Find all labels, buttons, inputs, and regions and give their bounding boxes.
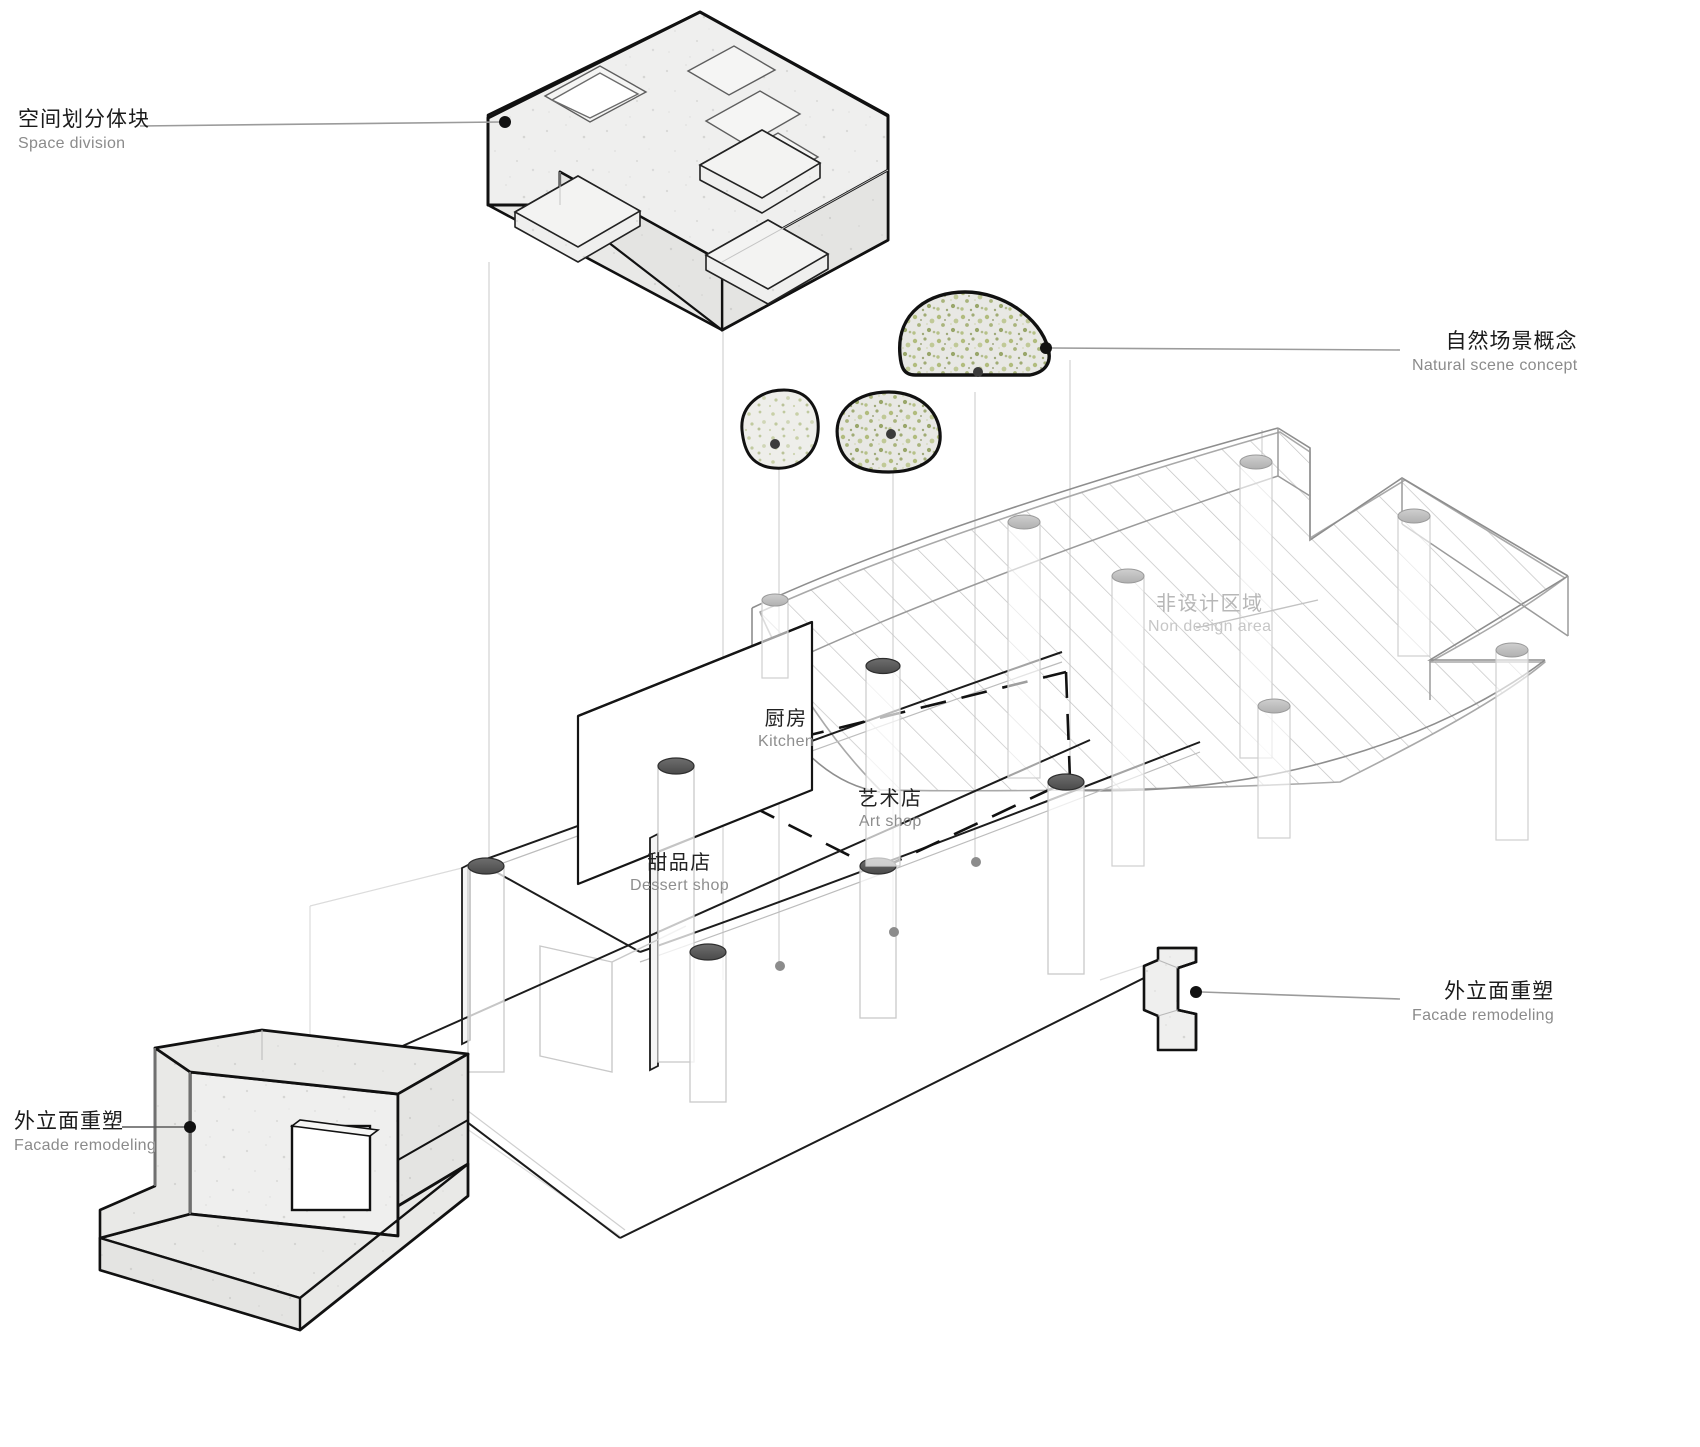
leader-facade-right [1201,991,1401,1000]
room-label-non-design-cn: 非设计区域 [1155,593,1264,615]
columns-dark [467,657,1085,1103]
room-label-dessert-shop-cn: 甜品店 [647,852,712,874]
room-label-art-shop: 艺术店 Art shop [858,788,923,831]
callout-space-division: 空间划分体块 Space division [18,108,150,153]
callout-natural-scene-en: Natural scene concept [1412,357,1578,375]
space-division-volume [486,10,890,332]
room-label-art-shop-cn: 艺术店 [858,788,923,810]
blob-anchor-dot [886,429,896,439]
fixture-dots [775,857,981,971]
leader-dot-natural-scene [1040,342,1052,354]
blob-anchor-dot [770,439,780,449]
callout-facade-right-cn: 外立面重塑 [1444,980,1555,1003]
leader-dot-facade-right [1190,986,1202,998]
leader-dot-facade-left [184,1121,196,1133]
facade-panel-right [1142,946,1198,1052]
callout-facade-left-cn: 外立面重塑 [14,1110,124,1133]
room-label-art-shop-en: Art shop [858,813,922,830]
callout-natural-scene-concept: 自然场景概念 Natural scene concept [1412,330,1578,375]
callout-natural-scene-cn: 自然场景概念 [1445,330,1578,353]
callout-leaders [122,116,1401,1133]
callout-facade-remodeling-right: 外立面重塑 Facade remodeling [1412,980,1554,1025]
room-label-kitchen: 厨房 Kitchen [758,708,814,751]
leader-non-design [1195,599,1319,629]
non-design-area-plate [751,427,1569,793]
room-label-non-design-en: Non design area [1148,618,1272,635]
facade-panel-left [98,1028,470,1332]
slab-rib [513,129,830,305]
natural-scene-blobs [740,290,1051,474]
callout-space-division-cn: 空间划分体块 [18,108,150,131]
room-label-kitchen-en: Kitchen [758,733,815,750]
room-label-dessert-shop: 甜品店 Dessert shop [630,852,729,895]
room-label-non-design-area: 非设计区域 Non design area [1148,593,1271,636]
leader-natural-scene [1051,347,1401,351]
callout-facade-right-en: Facade remodeling [1412,1007,1555,1025]
callout-space-division-en: Space division [18,135,126,153]
nature-blob-small [740,388,820,470]
blob-anchor-dot [973,367,983,377]
leader-space-division [139,121,501,127]
nature-blob-large [898,290,1051,377]
callout-facade-left-en: Facade remodeling [14,1137,157,1155]
room-label-kitchen-cn: 厨房 [764,708,808,730]
leader-dot-space-division [499,116,511,128]
callout-facade-remodeling-left: 外立面重塑 Facade remodeling [14,1110,156,1155]
columns-light [761,454,1529,867]
room-label-dessert-shop-en: Dessert shop [630,877,730,894]
